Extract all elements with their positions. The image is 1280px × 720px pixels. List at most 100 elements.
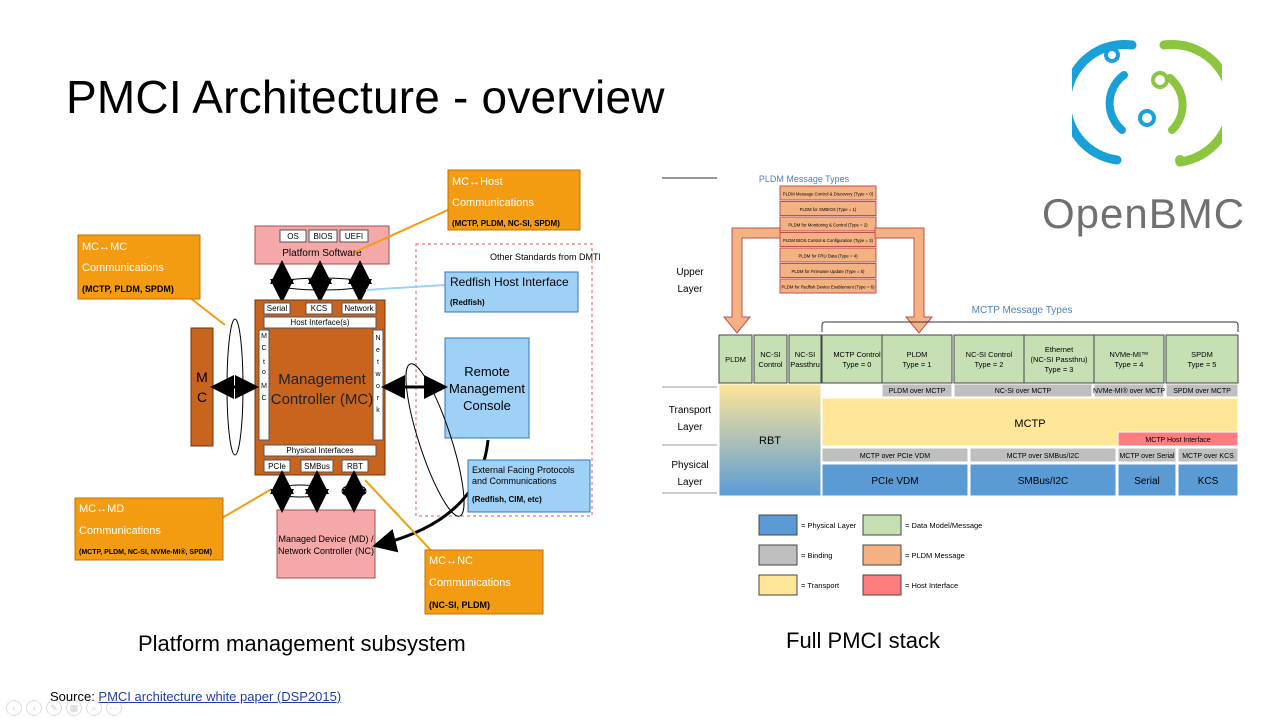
port-kcs bbox=[305, 302, 333, 315]
svg-text:and Communications: and Communications bbox=[472, 476, 557, 486]
message-type-label: Passthru bbox=[790, 360, 820, 369]
message-type-cell bbox=[718, 334, 753, 384]
svg-text:MC↔MC: MC↔MC bbox=[82, 241, 127, 253]
callout-redfish bbox=[444, 271, 579, 313]
svg-text:(NC-SI, PLDM): (NC-SI, PLDM) bbox=[429, 600, 490, 610]
mc-label-line1: Management bbox=[278, 371, 366, 388]
legend-label: = PLDM Message bbox=[905, 551, 965, 560]
svg-text:Upper: Upper bbox=[676, 267, 704, 278]
legend-swatch bbox=[862, 544, 902, 566]
mc-to-mc-strip bbox=[258, 329, 270, 441]
port-network bbox=[341, 302, 377, 315]
svg-text:PCIe VDM: PCIe VDM bbox=[871, 476, 918, 487]
message-type-label: NC-SI bbox=[760, 350, 780, 359]
svg-text:OS: OS bbox=[287, 232, 299, 241]
legend-label: = Data Model/Message bbox=[905, 521, 982, 530]
svg-text:SPDM over MCTP: SPDM over MCTP bbox=[1173, 388, 1231, 395]
message-type-label: PLDM bbox=[907, 350, 928, 359]
message-type-label: Control bbox=[758, 360, 783, 369]
next-icon[interactable]: › bbox=[26, 700, 42, 716]
svg-text:PLDM Message Types: PLDM Message Types bbox=[759, 174, 850, 184]
grid-icon[interactable]: ▦ bbox=[66, 700, 82, 716]
svg-text:Layer: Layer bbox=[677, 284, 703, 295]
message-type-cell bbox=[821, 334, 893, 384]
ps-item-bios bbox=[308, 229, 338, 243]
callout-mc-nc bbox=[424, 549, 544, 615]
message-type-label: Ethernet bbox=[1045, 345, 1074, 354]
source-line: Source: PMCI architecture white paper (D… bbox=[50, 689, 341, 704]
message-type-label: Type = 0 bbox=[843, 360, 872, 369]
menu-icon[interactable]: ⋯ bbox=[106, 700, 122, 716]
legend-label: = Transport bbox=[801, 581, 840, 590]
svg-text:MCTP over SMBus/I2C: MCTP over SMBus/I2C bbox=[1007, 453, 1080, 460]
zoom-icon[interactable]: ⌕ bbox=[86, 700, 102, 716]
pldm-type-label: PLDM BIOS Control & Configuration (Type … bbox=[783, 238, 873, 243]
prev-icon[interactable]: ‹ bbox=[6, 700, 22, 716]
callout-mc-mc bbox=[77, 234, 201, 300]
svg-text:PLDM over MCTP: PLDM over MCTP bbox=[889, 388, 946, 395]
svg-text:(Redfish, CIM, etc): (Redfish, CIM, etc) bbox=[472, 495, 542, 504]
svg-text:Management: Management bbox=[449, 381, 525, 396]
pldm-type-5 bbox=[779, 263, 877, 278]
svg-text:MCTP over KCS: MCTP over KCS bbox=[1182, 453, 1234, 460]
svg-text:Communications: Communications bbox=[82, 262, 164, 274]
right-caption: Full PMCI stack bbox=[786, 628, 941, 653]
svg-text:Layer: Layer bbox=[677, 477, 703, 488]
pldm-type-0 bbox=[779, 185, 877, 201]
message-type-cell bbox=[753, 334, 788, 384]
message-type-label: Type = 4 bbox=[1115, 360, 1144, 369]
peer-mc-box bbox=[190, 327, 214, 447]
pldm-type-label: PLDM Message Control & Discovery (Type =… bbox=[783, 192, 874, 197]
svg-text:NC-SI over MCTP: NC-SI over MCTP bbox=[995, 388, 1052, 395]
svg-text:(Redfish): (Redfish) bbox=[450, 298, 485, 307]
legend-label: = Host Interface bbox=[905, 581, 958, 590]
message-type-label: PLDM bbox=[725, 355, 746, 364]
pldm-type-3 bbox=[779, 232, 877, 247]
message-type-label: NC-SI Control bbox=[966, 350, 1013, 359]
svg-text:Network: Network bbox=[344, 304, 374, 313]
source-label: Source: bbox=[50, 689, 99, 704]
svg-text:RBT: RBT bbox=[347, 462, 363, 471]
svg-text:Console: Console bbox=[463, 398, 511, 413]
svg-text:External Facing Protocols: External Facing Protocols bbox=[472, 465, 575, 475]
source-link[interactable]: PMCI architecture white paper (DSP2015) bbox=[98, 689, 342, 704]
callout-external bbox=[467, 459, 591, 513]
svg-text:MCTP: MCTP bbox=[1014, 418, 1045, 430]
message-type-label: NC-SI bbox=[795, 350, 815, 359]
message-type-label: Type = 5 bbox=[1188, 360, 1217, 369]
svg-text:Physical: Physical bbox=[671, 460, 708, 471]
svg-text:MCTP Host Interface: MCTP Host Interface bbox=[1145, 437, 1210, 444]
pldm-types-stack: PLDM Message Control & Discovery (Type =… bbox=[779, 185, 877, 294]
message-type-cell bbox=[881, 334, 953, 384]
legend-swatch bbox=[758, 574, 798, 596]
pldm-type-2 bbox=[779, 216, 877, 232]
legend-swatch bbox=[758, 514, 798, 536]
legend-swatch bbox=[862, 574, 902, 596]
pen-icon[interactable]: ✎ bbox=[46, 700, 62, 716]
svg-text:M: M bbox=[196, 369, 208, 385]
message-type-label: NVMe-MI™ bbox=[1109, 350, 1148, 359]
platform-management-diagram: Other Standards from DMTF OS BIOS UEFI P… bbox=[74, 169, 600, 615]
pldm-type-label: PLDM for Redfish Device Enablement (Type… bbox=[781, 285, 875, 290]
message-type-label: Type = 1 bbox=[903, 360, 932, 369]
mc-label-line2: Controller (MC) bbox=[271, 391, 374, 408]
svg-text:Serial: Serial bbox=[1134, 476, 1160, 487]
svg-text:PCIe: PCIe bbox=[268, 462, 286, 471]
message-type-label: (NC-SI Passthru) bbox=[1030, 355, 1088, 364]
other-standards-label: Other Standards from DMTF bbox=[490, 252, 600, 262]
svg-text:RBT: RBT bbox=[759, 435, 781, 447]
svg-text:Communications: Communications bbox=[452, 197, 534, 209]
managed-device-box bbox=[276, 509, 376, 579]
svg-text:MCTP over PCIe VDM: MCTP over PCIe VDM bbox=[860, 453, 930, 460]
pldm-type-label: PLDM for FRU Data (Type = 4) bbox=[798, 254, 858, 259]
svg-text:Network: Network bbox=[374, 335, 381, 414]
svg-text:Transport: Transport bbox=[669, 405, 712, 416]
svg-text:UEFI: UEFI bbox=[345, 232, 363, 241]
svg-text:MC↔Host: MC↔Host bbox=[452, 176, 503, 188]
other-standards-box bbox=[415, 243, 593, 517]
message-type-cell bbox=[953, 334, 1025, 384]
pldm-type-4 bbox=[779, 247, 877, 263]
svg-text:Redfish Host Interface: Redfish Host Interface bbox=[450, 275, 569, 289]
svg-text:Physical Interfaces: Physical Interfaces bbox=[286, 446, 353, 455]
